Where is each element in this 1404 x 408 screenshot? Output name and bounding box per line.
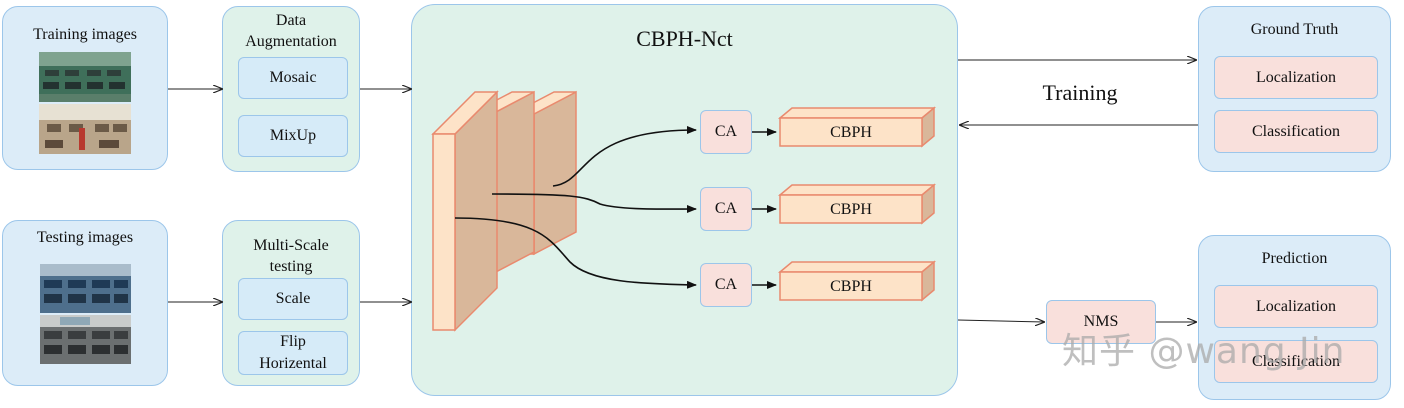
ca-box-3: CA [700,263,752,307]
cbph-label-2: CBPH [830,201,872,218]
mixup-box: MixUp [238,115,348,157]
mosaic-box: Mosaic [238,57,348,99]
cbph-label-3: CBPH [830,278,872,295]
ca-box-2: CA [700,187,752,231]
testing-image-1 [40,264,131,313]
testing-images-label: Testing images [36,229,134,246]
connector-curve-3 [454,217,697,289]
feature-map-1 [431,90,499,332]
training-images-label: Training images [33,26,137,43]
cbph-prism-2 [777,183,937,225]
cbph-net-title: CBPH-Nct [636,26,733,51]
prediction-title: Prediction [1261,250,1328,267]
scale-box: Scale [238,278,348,320]
testing-image-2 [40,315,131,364]
pred-classification-box: Classification [1214,340,1378,383]
training-label: Training [1042,80,1118,105]
arrow-net-to-nms [957,320,1044,322]
nms-box: NMS [1046,300,1156,344]
cbph-prism-3 [777,260,937,302]
cbph-prism-1 [777,106,937,148]
training-image-1 [39,52,131,102]
ca-box-1: CA [700,110,752,154]
pred-localization-box: Localization [1214,285,1378,328]
connector-curve-2 [491,193,697,214]
watermark: 知乎 @wang Jin [1062,331,1346,372]
gt-classification-box: Classification [1214,110,1378,153]
connector-curve-1 [552,126,697,187]
gt-localization-box: Localization [1214,56,1378,99]
cbph-label-1: CBPH [830,124,872,141]
training-image-2 [39,104,131,154]
flip-horizental-box: Flip Horizental [238,331,348,375]
ground-truth-title: Ground Truth [1250,21,1339,38]
data-augmentation-title: Data Augmentation [245,12,337,50]
multi-scale-title: Multi-Scale testing [253,237,329,275]
